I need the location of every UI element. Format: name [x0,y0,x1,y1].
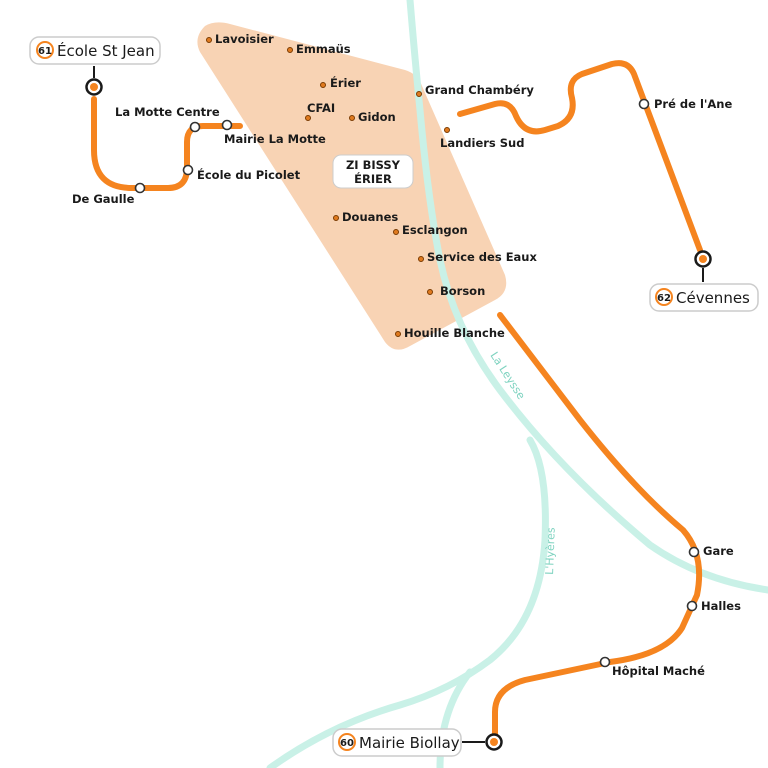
station-hopital-mache[interactable]: Hôpital Maché [599,656,706,679]
station-halles[interactable]: Halles [686,599,742,613]
terminus-label: Mairie Biollay [359,734,460,752]
zone-label-box [332,154,414,189]
stop-label: Esclangon [402,223,468,237]
station-label: École du Picolet [197,167,301,182]
line-62-badge[interactable]: 62 Cévennes [649,283,759,312]
line-61-terminus-station[interactable] [85,78,103,96]
stop-label: Lavoisier [215,32,274,46]
station-ecole-du-picolet[interactable]: École du Picolet [182,164,301,183]
stop-label: Douanes [342,210,398,224]
line-61-badge[interactable]: 61 École St Jean [29,36,161,65]
station-mairie-la-motte[interactable]: Mairie La Motte [221,119,326,147]
station-label: La Motte Centre [115,105,220,119]
line-60-terminus-station[interactable] [485,733,503,751]
zone-stop[interactable]: Douanes [333,210,399,224]
station-label: De Gaulle [72,192,135,206]
stop-label: Landiers Sud [440,136,524,150]
stop-label: Houille Blanche [404,326,505,340]
terminus-label: Cévennes [676,289,750,307]
line-60-badge[interactable]: 60 Mairie Biollay [332,728,462,757]
station-label: Gare [703,544,734,558]
stop-label: Emmaüs [296,42,351,56]
zone-stop[interactable]: Borson [427,284,486,298]
station-label: Pré de l'Ane [654,97,732,111]
stop-label: Érier [330,75,361,90]
zone-stop[interactable]: Houille Blanche [395,326,505,340]
zone-stop[interactable]: Grand Chambéry [416,83,535,97]
line-number: 60 [340,738,354,749]
stop-label: CFAI [307,101,335,115]
zone-label-line2: ÉRIER [354,171,392,186]
river-la-leysse [406,0,768,594]
station-la-motte-centre[interactable]: La Motte Centre [115,105,220,133]
river-label-lhyeres: L'Hyères [543,527,558,575]
station-label: Mairie La Motte [224,132,326,146]
river-lhyeres [266,436,549,768]
zone-stop[interactable]: Emmaüs [287,42,351,56]
stop-label: Gidon [358,110,396,124]
zone-stop[interactable]: Service des Eaux [418,250,538,264]
zone-stop[interactable]: Esclangon [393,223,468,237]
zone-stop[interactable]: Landiers Sud [440,127,524,151]
station-label: Hôpital Maché [612,664,705,678]
station-pre-de-lane[interactable]: Pré de l'Ane [638,97,733,111]
zone-label-line1: ZI BISSY [346,158,401,172]
line-number: 62 [657,293,671,304]
zone-stop[interactable]: Lavoisier [206,32,275,46]
stop-label: Service des Eaux [427,250,537,264]
line-60-route [492,312,703,738]
zone-stop[interactable]: CFAI [305,101,336,121]
terminus-label: École St Jean [57,41,155,60]
line-62-route [457,60,703,253]
zone-stop[interactable]: Érier [320,75,362,90]
station-de-gaulle[interactable]: De Gaulle [72,182,146,207]
line-number: 61 [38,46,52,57]
station-label: Halles [701,599,741,613]
line-62-terminus-station[interactable] [694,250,712,268]
stop-label: Grand Chambéry [425,83,534,97]
station-gare[interactable]: Gare [688,544,734,558]
stop-label: Borson [440,284,485,298]
zone-stop[interactable]: Gidon [349,110,396,124]
